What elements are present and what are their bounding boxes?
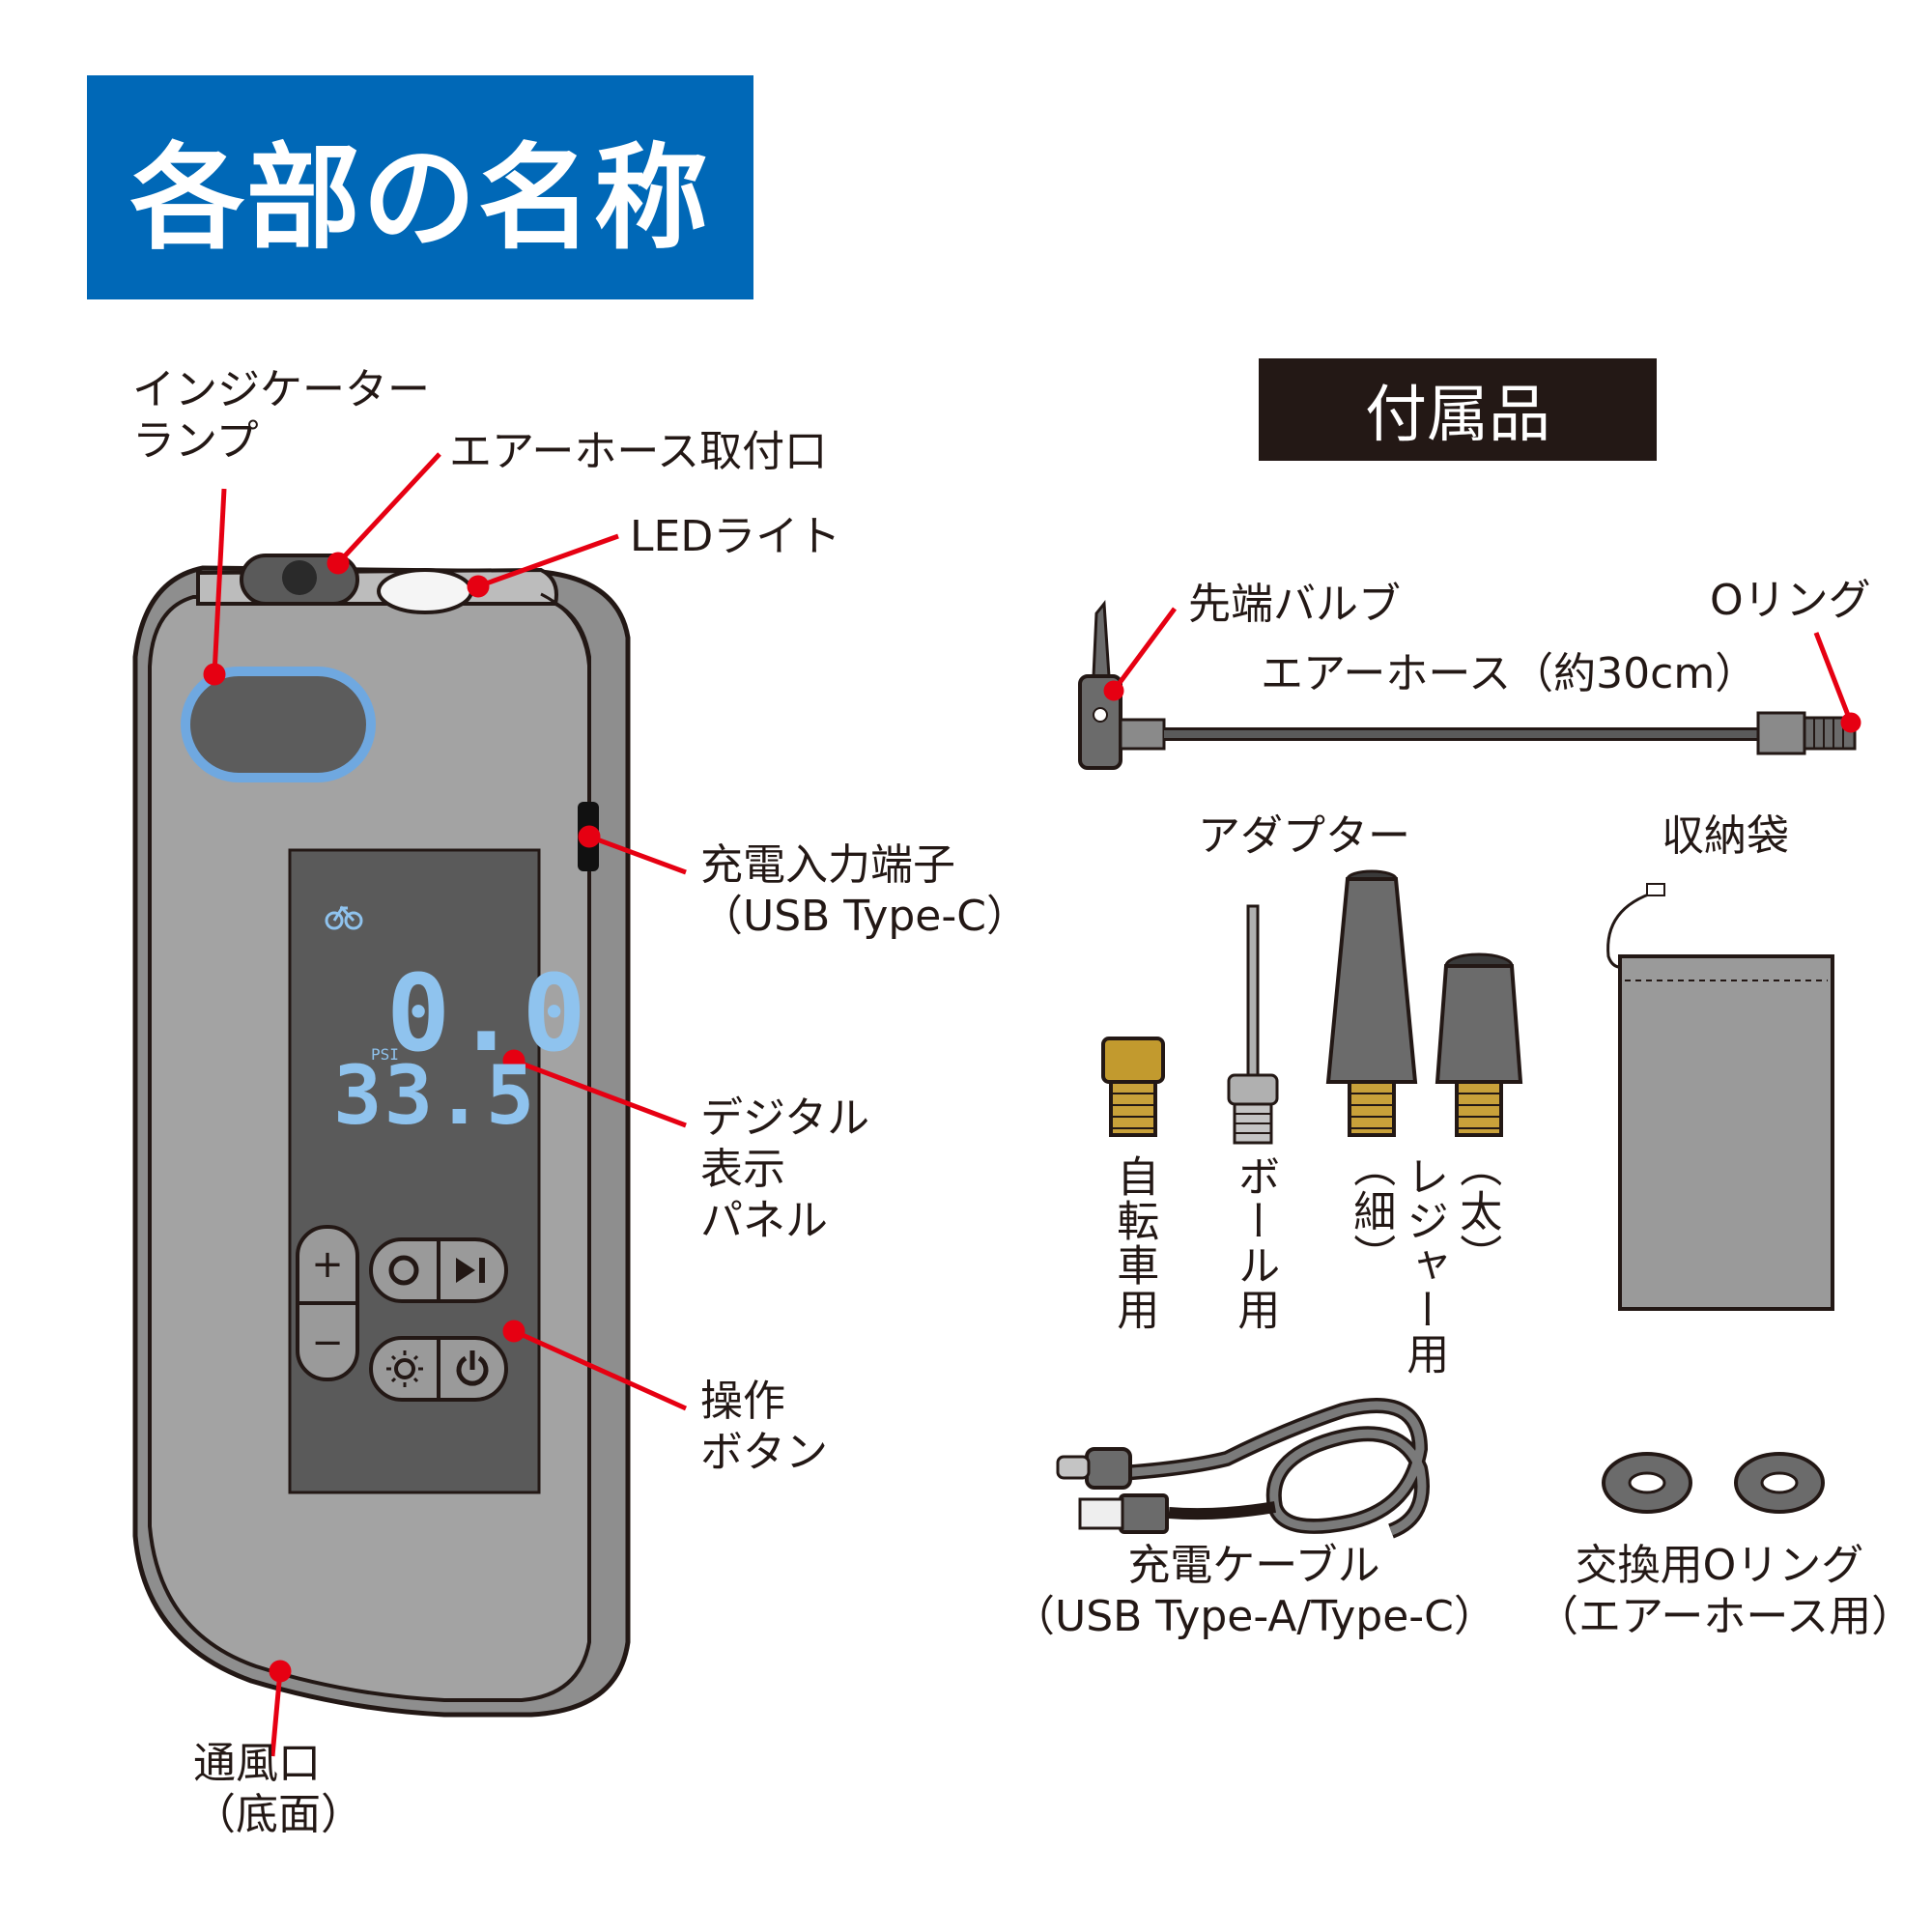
- adapter-leisure-thin: [1325, 869, 1418, 1137]
- svg-text:−: −: [311, 1321, 344, 1365]
- leisure-thin-label: （細）: [1346, 1145, 1396, 1278]
- tip-valve-label: 先端バルブ: [1188, 580, 1401, 629]
- indicator-lamp-label: インジケーター ランプ: [132, 365, 430, 466]
- charge-port-label: 充電入力端子 （USB Type-C）: [700, 840, 1029, 941]
- storage-bag-label: 収納袋: [1662, 811, 1789, 861]
- air-hose-port-label: エアーホース取付口: [449, 427, 828, 476]
- accessories-title: 付属品: [1259, 358, 1657, 461]
- display-target-value: 33.5: [333, 1048, 537, 1143]
- adapter-ball: [1227, 904, 1279, 1145]
- cable-label: 充電ケーブル （USB Type-A/Type-C）: [1012, 1541, 1496, 1641]
- display-panel-label: デジタル 表示 パネル: [700, 1094, 870, 1245]
- leisure-thick-label: （太）: [1452, 1145, 1502, 1278]
- ball-adapter-label: ボール用: [1230, 1154, 1280, 1332]
- bicycle-adapter-label: 自転車用: [1109, 1154, 1159, 1332]
- leisure-adapter-label: レジャー用: [1399, 1154, 1449, 1377]
- bicycle-icon: [325, 905, 363, 930]
- led-light-label: LEDライト: [630, 512, 841, 561]
- spare-o-ring-label: 交換用Oリング （エアーホース用）: [1536, 1541, 1915, 1641]
- vent-label: 通風口 （底面）: [193, 1739, 363, 1839]
- storage-bag: [1606, 883, 1834, 1311]
- device-leaders: [203, 452, 688, 1757]
- hose-leaders: [1103, 607, 1861, 733]
- buttons-label: 操作 ボタン: [700, 1377, 828, 1477]
- charging-cable: [1056, 1398, 1430, 1539]
- svg-text:+: +: [311, 1242, 344, 1287]
- adapter-label: アダプター: [1198, 811, 1410, 861]
- display-main-value: 0.0: [386, 952, 590, 1075]
- device-body: + −: [132, 554, 631, 1718]
- adapter-leisure-thick: [1435, 952, 1523, 1137]
- spare-o-rings: [1602, 1452, 1825, 1514]
- page-title: 各部の名称: [87, 75, 753, 299]
- air-hose-label: エアーホース（約30cm）: [1261, 649, 1758, 698]
- o-ring-label: Oリング: [1710, 576, 1871, 625]
- adapter-bicycle: [1101, 1037, 1165, 1137]
- display-unit: PSI: [371, 1045, 399, 1064]
